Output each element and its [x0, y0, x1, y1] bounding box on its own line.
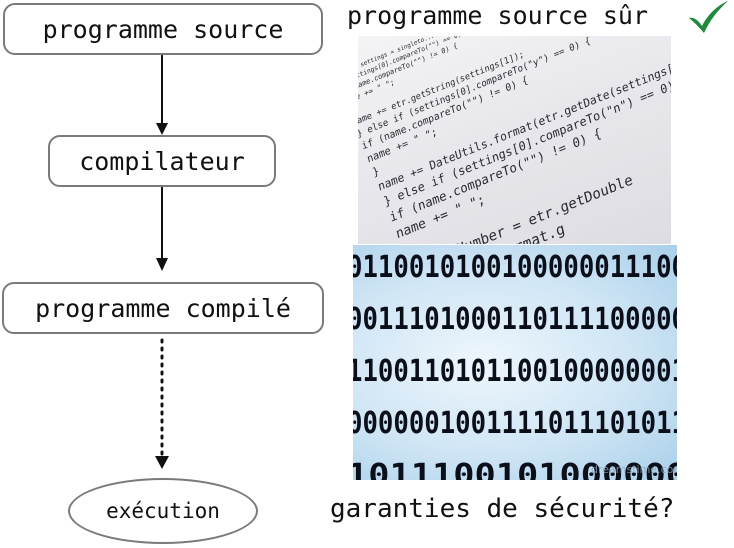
binary-code-image: 0110010100100000011100 001110100011011110… — [353, 245, 677, 480]
binary-row: 1100110101100100000001 — [353, 354, 677, 389]
arrowhead-execution — [155, 456, 169, 469]
caption-safe-source: programme source sûr — [347, 1, 648, 30]
caption-security-guarantees: garanties de sécurité? — [330, 494, 674, 524]
binary-digits: 0110010100100000011100 001110100011011110… — [353, 250, 677, 480]
binary-row: 0011101000110111100000 — [353, 302, 677, 337]
node-programme-source-label: programme source — [42, 14, 284, 44]
caption-security-guarantees-text: garanties de sécurité? — [330, 494, 675, 524]
node-compilateur-label: compilateur — [79, 146, 245, 176]
node-programme-source: programme source — [3, 3, 323, 55]
binary-row: 0000001001111011101011 — [353, 406, 677, 441]
caption-safe-source-text: programme source sûr — [347, 1, 649, 30]
node-compilateur: compilateur — [48, 135, 276, 187]
code-line: } — [401, 241, 413, 244]
arrowhead-compiler — [156, 123, 168, 135]
node-programme-compile: programme compilé — [2, 282, 324, 334]
code-line: } — [371, 164, 380, 179]
node-execution-label: exécution — [106, 499, 220, 523]
source-code-image: String[] settings = singleto...if (setti… — [358, 36, 671, 244]
binary-row: 1011100101000000 — [353, 458, 677, 480]
source-code-lines: String[] settings = singleto...if (setti… — [358, 36, 671, 244]
binary-row: 0110010100100000011100 — [353, 250, 677, 285]
arrowhead-compiled — [156, 258, 168, 271]
node-execution: exécution — [68, 478, 258, 544]
node-programme-compile-label: programme compilé — [35, 293, 291, 323]
watermark-text: dreamstime.com — [591, 463, 677, 476]
check-mark-icon — [689, 1, 728, 33]
